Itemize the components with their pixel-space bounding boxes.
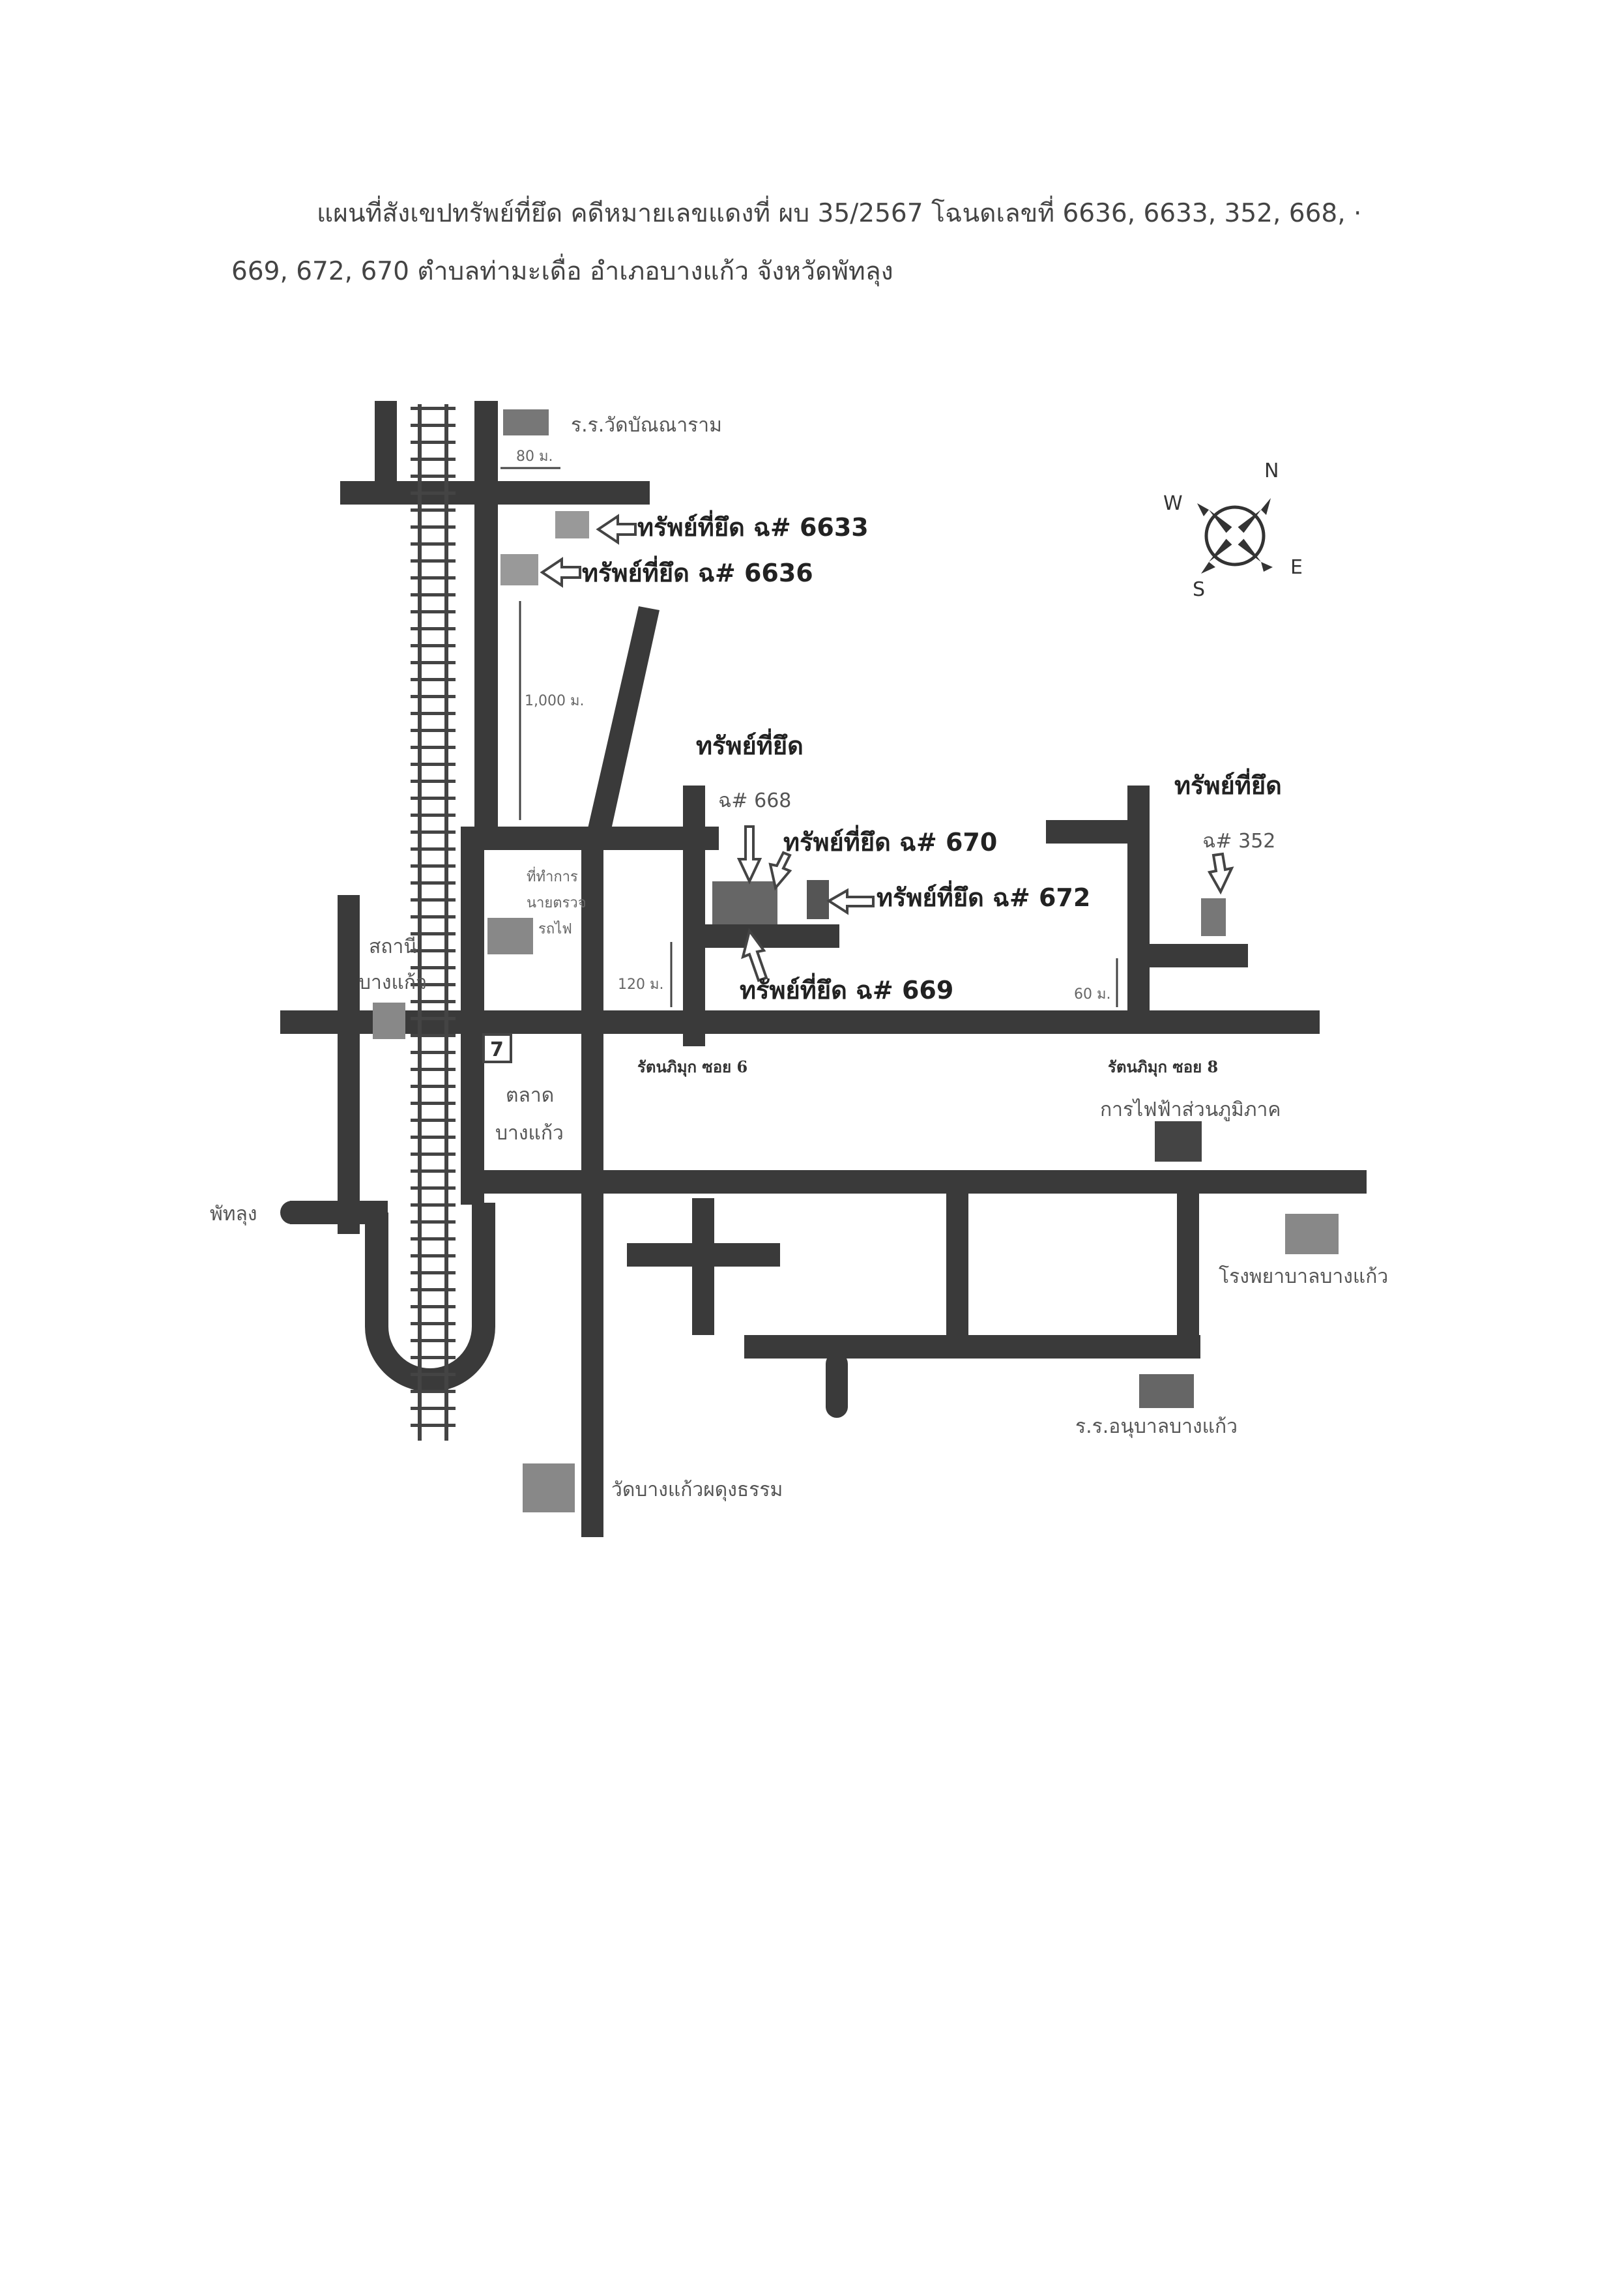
compass-rose: N E S W <box>1163 460 1303 601</box>
label-soi-8: รัตนภิมุก ซอย 8 <box>1108 1057 1218 1078</box>
label-phatthalung: พัทลุง <box>210 1203 257 1226</box>
label-property-352-b: ฉ# 352 <box>1202 830 1275 853</box>
property-672-photo <box>807 880 829 919</box>
property-668-670-photo <box>712 881 777 924</box>
pointer-arrows <box>540 514 1234 982</box>
distance-markers <box>500 467 1118 1007</box>
label-market-2: บางแก้ว <box>495 1122 564 1145</box>
svg-text:7: 7 <box>490 1038 504 1061</box>
label-property-672: ทรัพย์ที่ยึด ฉ# 672 <box>877 880 1090 912</box>
property-6636-photo <box>500 554 538 585</box>
pea-logo <box>1155 1121 1202 1162</box>
compass-w: W <box>1163 492 1183 515</box>
label-pea: การไฟฟ้าส่วนภูมิภาค <box>1100 1098 1281 1121</box>
station-photo <box>373 1003 405 1039</box>
label-property-669: ทรัพย์ที่ยึด ฉ# 669 <box>740 973 953 1005</box>
kindergarten-photo <box>1139 1374 1194 1408</box>
label-property-668-b: ฉ# 668 <box>718 789 791 812</box>
hospital-photo <box>1285 1214 1339 1254</box>
label-property-352-a: ทรัพย์ที่ยึด <box>1174 768 1282 800</box>
label-soi-6: รัตนภิมุก ซอย 6 <box>637 1057 747 1078</box>
property-6633-photo <box>555 511 589 538</box>
road-network <box>280 401 1367 1537</box>
label-station-2: บางแก้ว <box>358 971 427 994</box>
property-352-photo <box>1201 898 1226 936</box>
label-60m: 60 ม. <box>1074 986 1110 1003</box>
label-property-6633: ทรัพย์ที่ยึด ฉ# 6633 <box>637 510 869 542</box>
map-title-line-2: 669, 672, 670 ตำบลท่ามะเดื่อ อำเภอบางแก้… <box>231 257 893 286</box>
label-market-1: ตลาด <box>506 1084 554 1107</box>
label-1000m: 1,000 ม. <box>525 693 584 709</box>
label-temple: วัดบางแก้วผดุงธรรม <box>611 1478 783 1502</box>
police-photo <box>487 918 533 954</box>
label-hospital: โรงพยาบาลบางแก้ว <box>1219 1265 1388 1288</box>
map-title-line-1: แผนที่สังเขปทรัพย์ที่ยึด คดีหมายเลขแดงที… <box>317 199 1362 228</box>
railway <box>411 404 456 1441</box>
label-school-wat: ร.ร.วัดบัณณาราม <box>571 414 722 437</box>
school-photo <box>503 409 549 435</box>
seven-eleven-icon <box>482 1033 512 1063</box>
label-120m: 120 ม. <box>618 977 663 993</box>
label-police-1: ที่ทำการ <box>527 866 578 885</box>
landmark-photos: 7 <box>373 409 1339 1512</box>
compass-e: E <box>1290 556 1303 579</box>
label-property-670: ทรัพย์ที่ยึด ฉ# 670 <box>783 825 997 857</box>
label-property-668-a: ทรัพย์ที่ยึด <box>696 728 804 760</box>
label-police-3: รถไฟ <box>538 920 572 937</box>
label-station-1: สถานี <box>369 935 417 958</box>
label-80m: 80 ม. <box>516 448 553 465</box>
label-kindergarten: ร.ร.อนุบาลบางแก้ว <box>1075 1415 1238 1439</box>
compass-n: N <box>1264 460 1279 482</box>
map-labels: ร.ร.วัดบัณณาราม 80 ม. ทรัพย์ที่ยึด ฉ# 66… <box>210 414 1388 1502</box>
compass-s: S <box>1193 578 1205 601</box>
label-property-6636: ทรัพย์ที่ยึด ฉ# 6636 <box>582 555 813 587</box>
temple-photo <box>523 1463 575 1512</box>
label-police-2: นายตรวจ <box>527 895 587 911</box>
